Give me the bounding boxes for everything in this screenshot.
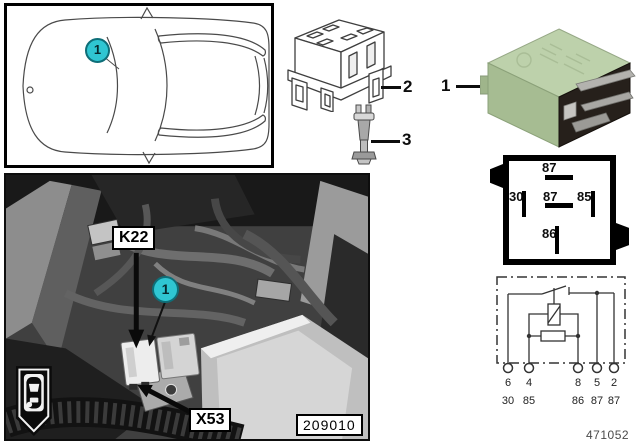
pin-85-contact (591, 191, 595, 217)
relay-in-photo (120, 338, 160, 386)
pin-86-contact (555, 226, 559, 254)
diagram-number: 471052 (586, 428, 630, 442)
relay-circuit-schematic (496, 276, 626, 374)
terminal-pin: 85 (522, 395, 536, 407)
pin-87-top-contact (545, 175, 573, 180)
item-label-relay: 1 (441, 76, 451, 95)
relay-socket-drawing (287, 19, 392, 112)
relay-code-label: K22 (112, 226, 156, 250)
terminal-pin: 87 (607, 395, 621, 407)
callout-1-badge: 1 (152, 276, 179, 303)
x53-arrow (137, 384, 195, 416)
pin-30-label: 30 (509, 189, 524, 204)
item-label-socket: 2 (403, 77, 413, 96)
pin-diagram: 87 30 87 85 86 (503, 155, 616, 265)
terminal-number: 4 (525, 377, 533, 389)
terminal-pin: 30 (501, 395, 515, 407)
terminal-pin: 87 (590, 395, 604, 407)
photo-number-label: 209010 (296, 414, 363, 436)
pin-85-label: 85 (577, 189, 592, 204)
pin-30-contact (522, 191, 526, 217)
connector-code-label: X53 (189, 408, 232, 432)
terminal-number: 2 (610, 377, 618, 389)
pin-box-right-tab (616, 223, 629, 250)
terminal-number: 8 (574, 377, 582, 389)
terminal-number: 6 (504, 377, 512, 389)
engine-bay-photo: K22 X53 209010 1 (4, 173, 370, 441)
pin-87-mid-label: 87 (543, 189, 558, 204)
item-label-clip: 3 (402, 130, 412, 149)
pin-87-top-label: 87 (542, 160, 557, 175)
relay-image (480, 28, 636, 148)
engine-bay-photo-art (6, 175, 368, 439)
leader-line-relay (456, 85, 480, 88)
car-location-badge-icon (15, 366, 52, 437)
callout-leader-line (147, 298, 168, 347)
pin-box-left-tab (490, 164, 503, 188)
retaining-clip-drawing (351, 104, 377, 165)
leader-line-socket (381, 86, 401, 89)
car-locator-box: 1 (4, 3, 274, 168)
pin-86-label: 86 (542, 226, 557, 241)
pin-87-mid-contact (545, 203, 573, 208)
callout-1-badge: 1 (85, 38, 110, 63)
k22-arrow (128, 252, 145, 349)
car-top-view-drawing (22, 6, 270, 165)
terminal-pin: 86 (571, 395, 585, 407)
terminal-number: 5 (593, 377, 601, 389)
leader-line-clip (371, 140, 400, 143)
